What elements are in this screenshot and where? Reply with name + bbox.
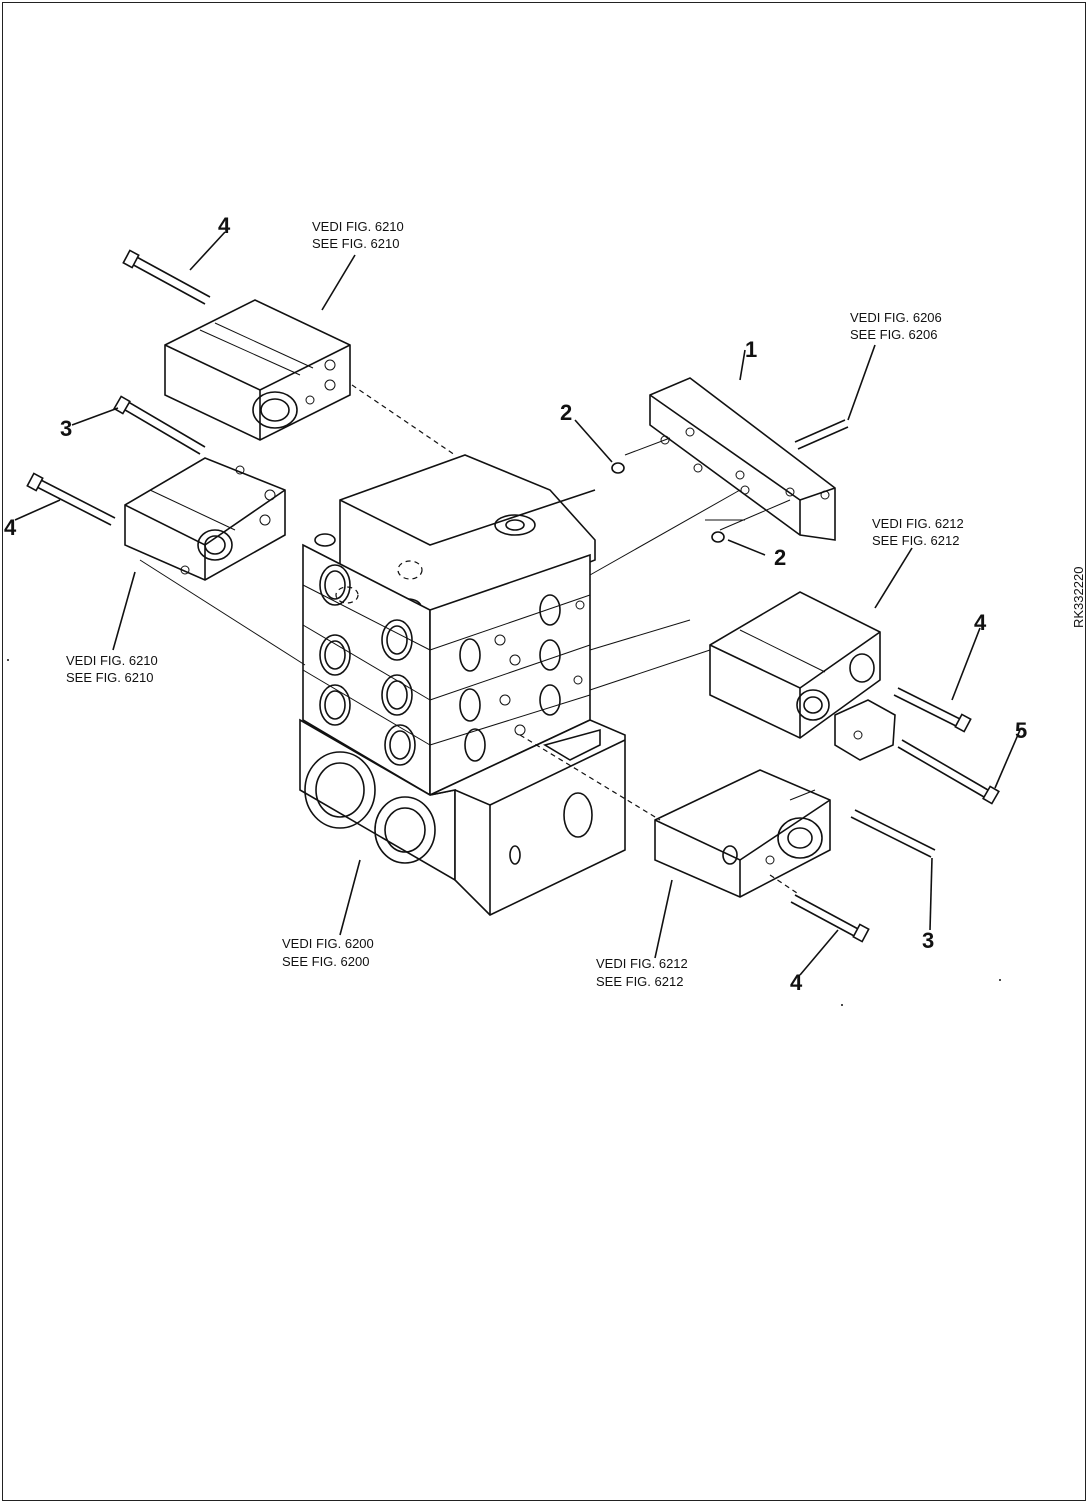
ref-top-right-line2: SEE FIG. 6206	[850, 327, 937, 342]
callout-4-right: 4	[974, 610, 987, 635]
mid-left-cover	[124, 457, 286, 581]
leader-lines	[14, 231, 1021, 976]
callout-2-upper: 2	[560, 400, 572, 425]
ref-bottom-center-line2: SEE FIG. 6200	[282, 954, 369, 969]
callout-4-left: 4	[4, 515, 17, 540]
ref-mid-right-line1: VEDI FIG. 6212	[872, 516, 964, 531]
ref-bottom-right-line2: SEE FIG. 6212	[596, 974, 683, 989]
alignment-lines	[139, 384, 801, 896]
callout-3-left: 3	[60, 416, 72, 441]
callout-4-top: 4	[218, 213, 231, 238]
callout-2-lower: 2	[774, 545, 786, 570]
callout-5: 5	[1015, 718, 1027, 743]
ref-bottom-center-line1: VEDI FIG. 6200	[282, 936, 374, 951]
top-left-cover	[164, 299, 351, 441]
ref-mid-left-line2: SEE FIG. 6210	[66, 670, 153, 685]
bolts	[26, 249, 1000, 943]
ref-top-left-line1: VEDI FIG. 6210	[312, 219, 404, 234]
ref-top-right-line1: VEDI FIG. 6206	[850, 310, 942, 325]
ref-mid-left-line1: VEDI FIG. 6210	[66, 653, 158, 668]
main-valve-block	[299, 454, 626, 916]
reference-labels: VEDI FIG. 6210 SEE FIG. 6210 VEDI FIG. 6…	[66, 219, 964, 989]
callout-3-right: 3	[922, 928, 934, 953]
callout-4-bottom: 4	[790, 970, 803, 995]
ref-bottom-right-line1: VEDI FIG. 6212	[596, 956, 688, 971]
plate-part-1	[649, 377, 836, 541]
ref-mid-right-line2: SEE FIG. 6212	[872, 533, 959, 548]
bottom-right-cover	[654, 769, 831, 898]
drawing-code: RK332220	[1071, 567, 1086, 628]
callout-numbers: 4 3 4 1 2 2 4 5 3 4	[4, 213, 1027, 995]
callout-1: 1	[745, 337, 757, 362]
mid-right-cover	[709, 591, 896, 761]
ref-top-left-line2: SEE FIG. 6210	[312, 236, 399, 251]
